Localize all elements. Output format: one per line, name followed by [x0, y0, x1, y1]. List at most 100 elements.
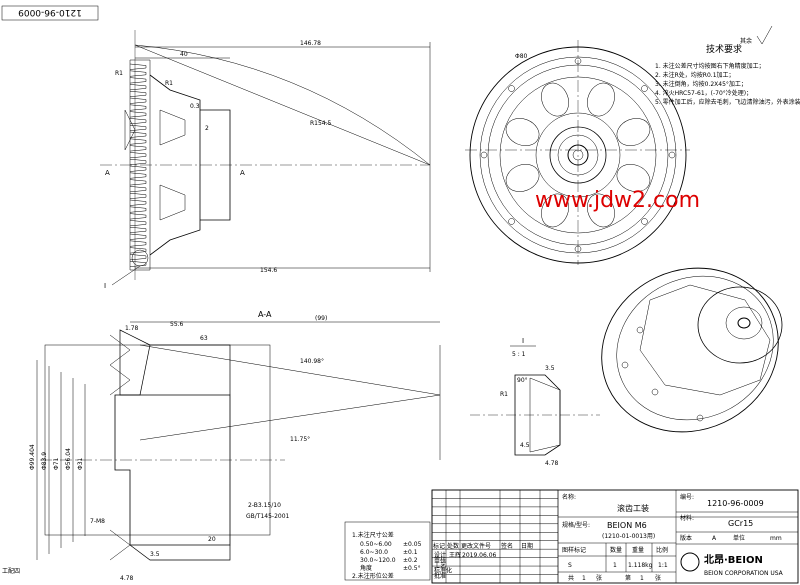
roughness-note: 其余 [740, 37, 752, 45]
dim-40: 40 [180, 51, 188, 58]
detail-i: I 5 : 1 90° 3.5 4.78 R1 4.5 [470, 337, 600, 467]
tol-range-3: 30.0~120.0 [360, 557, 396, 564]
qty-label: 数量 [610, 546, 622, 554]
dim-1-78: 1.78 [125, 325, 139, 332]
pockets [505, 82, 651, 228]
dim-99: (99) [315, 315, 327, 322]
tooth [129, 179, 147, 186]
unit: mm [770, 535, 782, 542]
mark: S [568, 562, 572, 569]
tech-item-1: 1. 未注公差尺寸均按图右下角精度加工； [655, 62, 765, 70]
role-label: 设计 [434, 551, 446, 559]
dim-r1c: R1 [500, 391, 508, 398]
dim-3-5: 3.5 [150, 551, 160, 558]
version-label: 版本 [680, 534, 692, 542]
dim-r154: R154.5 [310, 120, 332, 127]
tol-range-1: 0.50~6.00 [360, 541, 392, 548]
sheet-total-label: 共 [568, 574, 574, 582]
revision-header: 日期 [521, 542, 533, 550]
tooth [129, 226, 147, 233]
section-aa-title: A-A [258, 310, 272, 319]
dim-55-6: 55.6 [170, 321, 184, 328]
model: BEION M6 [607, 521, 647, 530]
dim-phi80: Φ80 [515, 53, 528, 60]
dim-154: 154.6 [260, 267, 277, 274]
side-view: Φ80 [465, 40, 690, 265]
pocket [505, 118, 540, 146]
pocket [505, 164, 540, 192]
tech-item-5: 5. 零件加工后，应除去毛刺，飞边清除油污，外表涂装。 [655, 98, 800, 106]
sheet-unit: 张 [596, 574, 602, 582]
pocket [541, 193, 569, 228]
role-label: 工艺 [434, 561, 446, 569]
company-logo-icon [680, 552, 700, 572]
tooth [129, 206, 147, 213]
watermark: www.jdw2.com [535, 188, 700, 213]
tooth [129, 111, 147, 118]
sheet-label: 第 [625, 574, 631, 582]
role-label: 审核 [434, 556, 446, 564]
tooth [129, 254, 147, 261]
material: GCr15 [728, 519, 753, 528]
tooth [129, 77, 147, 84]
dim-0-3: 0.3 [190, 103, 200, 110]
tooth [129, 220, 147, 227]
dim-2: 2 [205, 125, 209, 132]
tooth [129, 199, 147, 206]
tooth [129, 97, 147, 104]
number: 1210-96-0009 [707, 499, 764, 508]
dim-20: 20 [208, 536, 216, 543]
tech-item-4: 4. 淬火HRC57-61，(-70°冷处理)； [655, 89, 752, 97]
tech-item-3: 3. 未注倒角，均按0.2X45°加工； [655, 80, 747, 88]
model-label: 规格/型号: [562, 521, 590, 529]
version: A [712, 535, 717, 542]
design-date: 2019.06.06 [462, 552, 497, 559]
company-name: 北昂·BEION [704, 553, 763, 566]
tooth [129, 233, 147, 240]
dim-11-75: 11.75° [290, 436, 310, 443]
bolt-hole [574, 57, 582, 65]
tooth [129, 145, 147, 152]
revision-header: 标记 [433, 542, 445, 550]
material-label: 材料: [680, 514, 694, 522]
scale: 1:1 [658, 562, 668, 569]
diameter-dim-label: Φ83.9 [41, 452, 48, 470]
tooth [129, 192, 147, 199]
tooth [129, 90, 147, 97]
pocket [587, 193, 615, 228]
part-name: 滚齿工装 [617, 503, 649, 513]
dim-90deg: 90° [517, 377, 528, 384]
roughness-symbol: 其余 [740, 25, 773, 45]
tooth [129, 131, 147, 138]
isometric-view [601, 267, 783, 433]
tooth [129, 158, 147, 165]
tooth [129, 186, 147, 193]
dim-146: 146.78 [300, 40, 321, 47]
front-view: 146.78 40 154.6 R154.5 R1 R1 0.3 2 A A I [100, 30, 431, 290]
mark-label: 图样标记 [562, 546, 586, 554]
pocket [541, 82, 569, 117]
bolt-hole [574, 245, 582, 253]
tech-item-2: 2. 未注R处，均按R0.1加工； [655, 71, 735, 79]
number-label: 编号: [680, 493, 694, 501]
dim-3-5b: 3.5 [545, 365, 555, 372]
detail-marker: I [104, 282, 106, 290]
tooth [129, 104, 147, 111]
pocket [616, 118, 651, 146]
section-aa: A-A (99) 63 140.98° 55.6 1.78 11.75° 20 … [29, 310, 441, 582]
section-mark-left: A [105, 169, 110, 177]
dim-4-5: 4.5 [520, 442, 530, 449]
role-label: 标准化 [434, 567, 452, 575]
tol-val-1: ±0.05 [403, 541, 422, 548]
pocket [587, 82, 615, 117]
bolt-hole [508, 85, 515, 92]
sheet-unit-2: 张 [655, 574, 661, 582]
tol-extra: 2.未注形位公差 [352, 572, 394, 580]
tol-val-4: ±0.5° [403, 565, 421, 572]
corner-note: 工配四 [2, 568, 20, 575]
tooth [129, 172, 147, 179]
tooth [129, 118, 147, 125]
